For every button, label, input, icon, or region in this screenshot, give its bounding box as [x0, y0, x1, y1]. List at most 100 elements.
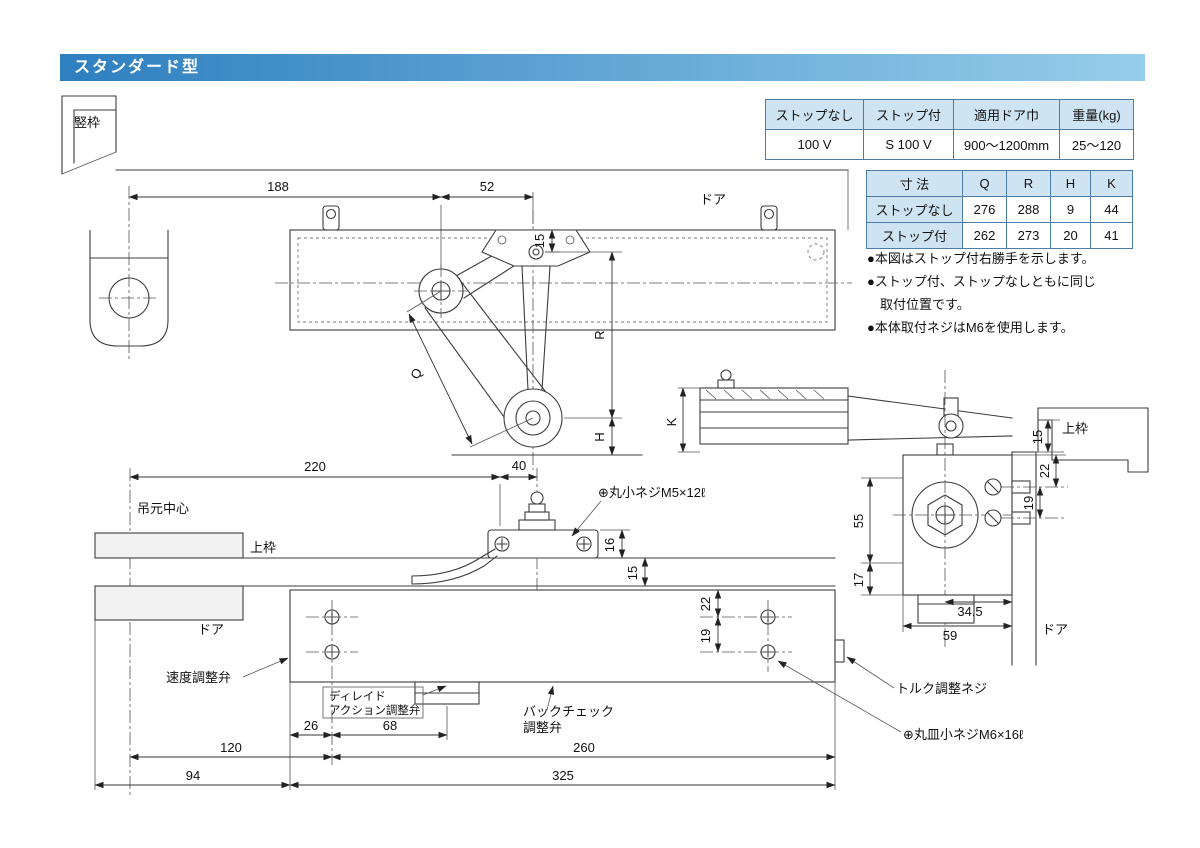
label-hinge-center: 吊元中心: [137, 501, 189, 516]
dim-label-26: 26: [304, 718, 318, 733]
dim-value-K: 41: [1090, 222, 1133, 249]
note-line: 取付位置です。: [867, 297, 970, 313]
arm-bracket-front: [411, 491, 599, 585]
label-uwawaku-side: 上枠: [1062, 421, 1088, 436]
mounting-tabs: [322, 205, 778, 231]
dim-label-260: 260: [573, 740, 595, 755]
dim-label-55: 55: [851, 514, 866, 528]
side-view: K 上枠 ドア 15: [664, 369, 1149, 666]
spec-value-weight: 25〜120: [1059, 129, 1134, 160]
jamb-profile: [61, 95, 117, 175]
arm-assembly-side: [699, 369, 1013, 456]
spec-table-value-row: 100 V S 100 V 900〜1200mm 25〜120: [765, 129, 1134, 160]
closer-body-front: [289, 589, 845, 765]
dim-label-22-front: 22: [698, 597, 713, 611]
spec-table: ストップなし ストップ付 適用ドア巾 重量(kg) 100 V S 100 V …: [765, 99, 1134, 160]
bottom-dimensions: 26 68 120 260 94 325: [94, 682, 836, 790]
dim-table-row-stop-none: ストップなし 276 288 9 44: [866, 196, 1133, 223]
label-door-side: ドア: [1042, 622, 1068, 637]
frame-line: [115, 169, 849, 230]
dim-16-15: 16 15: [600, 529, 649, 587]
dim-label-59: 59: [943, 628, 957, 643]
label-tatewaku: 竪枠: [74, 115, 100, 130]
label-screw-m6: ⊕丸皿小ネジM6×16ℓ: [903, 727, 1024, 742]
dim-label-188: 188: [267, 179, 289, 194]
dim-H: H: [592, 417, 616, 456]
dim-label-22-side: 22: [1037, 464, 1052, 478]
dim-label-15-side: 15: [1030, 430, 1045, 444]
dim-value-H: 20: [1050, 222, 1091, 249]
dim-header-H: H: [1050, 170, 1091, 197]
dim-label-15-front: 15: [625, 566, 640, 580]
label-torque-screw: トルク調整ネジ: [896, 681, 987, 696]
dim-value-K: 44: [1090, 196, 1133, 223]
delayed-action-callout: ディレイド アクション調整弁: [322, 685, 447, 719]
label-screw-m5: ⊕丸小ネジM5×12ℓ: [598, 485, 706, 500]
spec-header-stop-with: ストップ付: [863, 99, 954, 130]
dim-value-H: 9: [1050, 196, 1091, 223]
spec-value-door-width: 900〜1200mm: [953, 129, 1060, 160]
dim-label-15-plan: 15: [532, 234, 547, 248]
dim-header-R: R: [1006, 170, 1051, 197]
spec-value-model-stop: S 100 V: [863, 129, 954, 160]
label-uwawaku-front: 上枠: [250, 540, 276, 555]
dim-label-H: H: [592, 432, 607, 441]
dim-label-52: 52: [480, 179, 494, 194]
plan-view: 竪枠 188 52 ドア: [61, 95, 852, 470]
dim-label-19-front: 19: [698, 629, 713, 643]
screw-m6-callout: ⊕丸皿小ネジM6×16ℓ: [777, 660, 1024, 742]
backcheck-callout: バックチェック 調整弁: [523, 685, 614, 735]
speed-valve-callout: 速度調整弁: [166, 657, 289, 685]
dim-label-34-5: 34.5: [957, 604, 982, 619]
dim-header-K: K: [1090, 170, 1133, 197]
note-line: ●本体取付ネジはM6を使用します。: [867, 320, 1074, 336]
dim-value-Q: 276: [962, 196, 1007, 223]
label-backcheck-2: 調整弁: [523, 720, 562, 735]
torque-screw-callout: トルク調整ネジ: [846, 656, 987, 696]
label-speed-valve: 速度調整弁: [166, 670, 231, 685]
dim-table-header-row: 寸 法 Q R H K: [866, 170, 1133, 197]
dim-value-Q: 262: [962, 222, 1007, 249]
dim-row-label: ストップなし: [866, 196, 963, 223]
label-backcheck-1: バックチェック: [523, 704, 614, 719]
dim-label-K: K: [664, 417, 679, 426]
label-door-front: ドア: [198, 622, 224, 637]
dim-55-17: 55 17: [851, 477, 903, 596]
dim-label-94: 94: [186, 768, 200, 783]
dim-label-40: 40: [512, 458, 526, 473]
dim-K: K: [664, 387, 700, 453]
head-frame-section: [94, 532, 836, 790]
label-delayed-action-1: ディレイド: [329, 689, 386, 703]
dim-row-label: ストップ付: [866, 222, 963, 249]
label-delayed-action-2: アクション調整弁: [329, 703, 420, 717]
note-line: ●本図はストップ付右勝手を示します。: [867, 251, 1095, 266]
spec-value-model: 100 V: [765, 129, 864, 160]
front-view: 220 40 吊元中心 上枠 ドア: [94, 458, 1024, 795]
dim-label-68: 68: [383, 718, 397, 733]
dim-label-120: 120: [220, 740, 242, 755]
dimension-table: 寸 法 Q R H K ストップなし 276 288 9 44 ストップ付 26…: [866, 170, 1133, 249]
dim-label-R: R: [592, 330, 607, 339]
dim-15-side: 15: [1030, 419, 1064, 453]
notes: ●本図はストップ付右勝手を示します。 ●ストップ付、ストップなしともに同じ 取付…: [867, 247, 1096, 340]
dim-label-Q: Q: [407, 365, 425, 382]
dim-R: R: [545, 251, 622, 419]
dim-label-19-side: 19: [1021, 496, 1036, 510]
section-header: スタンダード型: [60, 54, 1145, 81]
label-door-plan: ドア: [700, 192, 726, 207]
dim-label-220: 220: [304, 459, 326, 474]
section-title: スタンダード型: [74, 59, 201, 76]
dim-label-16: 16: [602, 538, 617, 552]
head-frame-profile-side: [1037, 407, 1149, 473]
arm-linkage-plan: [414, 229, 643, 456]
dim-label-17: 17: [851, 573, 866, 587]
dim-value-R: 288: [1006, 196, 1051, 223]
dim-22-19-front: 22 19: [698, 589, 722, 653]
screw-m5-callout: ⊕丸小ネジM5×12ℓ: [571, 485, 706, 537]
spec-header-weight: 重量(kg): [1059, 99, 1134, 130]
dim-value-R: 273: [1006, 222, 1051, 249]
dim-220-40: 220 40: [129, 458, 538, 526]
hinge-bracket-plan: [89, 186, 169, 362]
